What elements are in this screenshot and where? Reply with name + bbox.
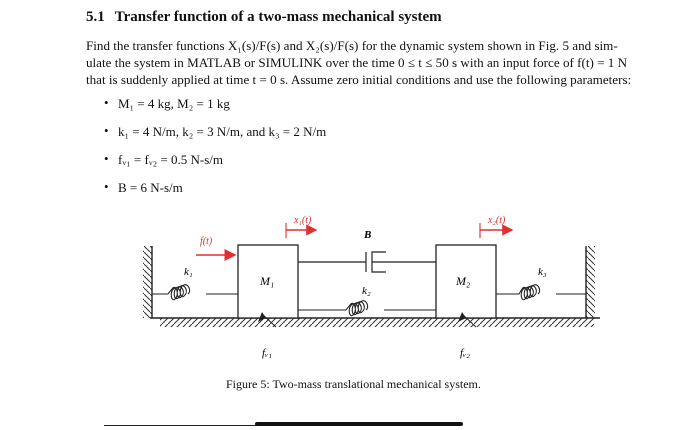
section-title: Transfer function of a two-mass mechanic… (114, 9, 442, 25)
bullet-icon: • (104, 151, 109, 166)
damper-b (298, 251, 436, 273)
displacement-x1-label: x₁(t) (293, 215, 312, 226)
damper-label: B (363, 229, 371, 241)
paragraph-line-1: Find the transfer functions X₁(s)/F(s) a… (86, 38, 618, 53)
bullet-icon: • (104, 123, 109, 138)
displacement-x2-label: x₂(t) (487, 215, 506, 226)
friction-marker-1 (258, 312, 277, 328)
right-wall (585, 246, 595, 318)
spring-k3 (496, 284, 586, 301)
problem-paragraph: Find the transfer functions X₁(s)/F(s) a… (86, 37, 686, 89)
mass-2-label: M₂ (455, 274, 470, 288)
spring-k3-label: k₃ (538, 266, 547, 278)
mass-2-block (435, 244, 497, 319)
paragraph-line-3: that is suddenly applied at time t = 0 s… (86, 72, 632, 88)
parameter-masses: M₁ = 4 kg, M₂ = 1 kg (118, 96, 230, 111)
spring-k1-label: k₁ (184, 266, 193, 278)
left-wall (143, 246, 153, 318)
spring-k1 (152, 284, 238, 301)
section-number: 5.1 (86, 9, 105, 25)
friction-2-label: fᵥ₂ (460, 347, 470, 359)
parameter-springs: k₁ = 4 N/m, k₂ = 3 N/m, and k₃ = 2 N/m (118, 124, 327, 139)
scroll-indicator (255, 422, 463, 426)
paragraph-line-2: ulate the system in MATLAB or SIMULINK o… (86, 55, 628, 71)
displacement-x2-arrow-icon (479, 223, 514, 238)
ground (150, 317, 600, 327)
mass-1-block (237, 244, 299, 319)
spring-k2 (298, 300, 436, 317)
bullet-icon: • (104, 95, 109, 110)
figure-caption: Figure 5: Two-mass translational mechani… (226, 377, 481, 391)
mass-1-label: M₁ (259, 274, 274, 288)
parameter-friction: fᵥ₁ = fᵥ₂ = 0.5 N-s/m (118, 152, 224, 167)
displacement-x1-arrow-icon (285, 223, 318, 238)
spring-k2-label: k₂ (362, 285, 371, 297)
section-heading: 5.1 Transfer function of a two-mass mecha… (86, 9, 442, 26)
friction-1-label: fᵥ₁ (262, 347, 272, 359)
force-label: f(t) (200, 236, 213, 247)
friction-marker-2 (458, 312, 477, 328)
parameter-damper: B = 6 N-s/m (118, 180, 183, 195)
footnote-rule (104, 425, 322, 426)
bullet-icon: • (104, 179, 109, 194)
